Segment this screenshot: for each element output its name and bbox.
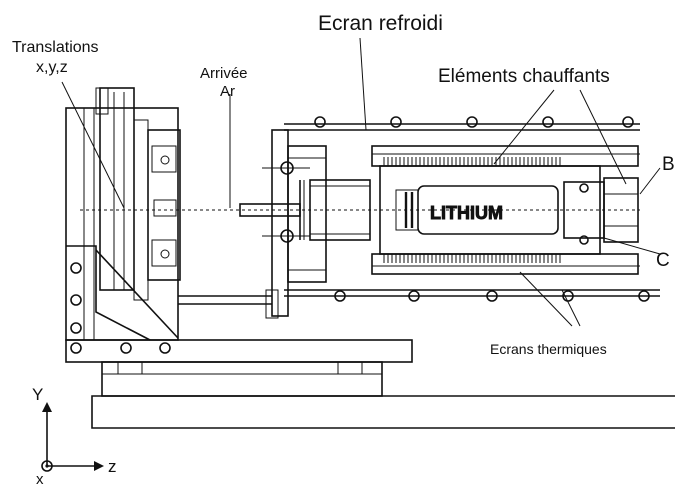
- labels: Ecran refroidi Translations x,y,z Arrivé…: [12, 12, 675, 486]
- screen-bolt: [334, 290, 346, 302]
- screen-bolt: [542, 116, 554, 128]
- z-axis-arrow-icon: [94, 461, 104, 471]
- bolt: [159, 342, 171, 354]
- label-lithium: LITHIUM: [430, 203, 503, 223]
- leader-translations: [61, 81, 125, 209]
- label-ecrans-thermiques: Ecrans thermiques: [490, 341, 607, 357]
- heating-coils-top: [383, 157, 561, 166]
- screen-bolt: [638, 290, 650, 302]
- support-block: [101, 361, 383, 397]
- bolt: [70, 342, 82, 354]
- label-b: B: [662, 154, 675, 175]
- axis-label-y: Y: [32, 385, 43, 404]
- crucible-body: [379, 165, 601, 255]
- label-c: C: [656, 250, 670, 271]
- nozzle-head: [603, 177, 639, 243]
- label-arrivee: Arrivée: [200, 65, 248, 82]
- flange-block: [287, 145, 327, 283]
- leader-c: [603, 237, 661, 255]
- cartridge-cap: [395, 189, 419, 231]
- axis-label-x: x: [36, 471, 44, 486]
- coordinate-axes: [41, 402, 104, 472]
- leader-ecrans-thermiques: [519, 271, 573, 327]
- oven-flange: [271, 129, 289, 317]
- bolt: [70, 262, 82, 274]
- label-xyz: x,y,z: [36, 59, 68, 76]
- bolt: [70, 294, 82, 306]
- base-assembly: [65, 339, 675, 429]
- screen-bolt: [622, 116, 634, 128]
- leader-elements-chauffants: [493, 89, 555, 165]
- nozzle-bolt: [579, 235, 589, 245]
- screen-bolt: [314, 116, 326, 128]
- base-plate: [65, 339, 413, 363]
- label-ar: Ar: [220, 83, 235, 100]
- support-foot-left: [117, 361, 143, 375]
- stage-bracket: [147, 129, 181, 281]
- support-foot-right: [337, 361, 363, 375]
- stage-frame: [65, 107, 179, 341]
- leader-elements-chauffants-2: [579, 89, 627, 185]
- screen-bolt: [466, 116, 478, 128]
- label-ecran-refroidi: Ecran refroidi: [318, 12, 443, 35]
- translation-stage: [65, 87, 279, 354]
- leader-ecrans-thermiques-2: [561, 289, 581, 327]
- clamp-screw-bottom: [160, 249, 170, 259]
- bolt: [70, 322, 82, 334]
- lab-table: [91, 395, 675, 429]
- leader-ecran-refroidi: [359, 37, 367, 131]
- screen-bolt: [390, 116, 402, 128]
- bracket-clamp-bottom: [151, 239, 177, 267]
- leader-lines: [61, 37, 661, 327]
- screen-bolt: [486, 290, 498, 302]
- screen-bolt: [408, 290, 420, 302]
- oven-housing: [239, 116, 660, 317]
- crucible-neck: [309, 179, 371, 241]
- axis-label-z: z: [108, 457, 117, 476]
- leader-b: [639, 167, 661, 195]
- heating-coils-bottom: [383, 254, 561, 263]
- label-elements-chauffants: Eléments chauffants: [438, 66, 610, 87]
- y-axis-arrow-icon: [42, 402, 52, 412]
- x-axis-circle-icon: [41, 460, 53, 472]
- bolt: [120, 342, 132, 354]
- bracket-clamp-top: [151, 145, 177, 173]
- angle-brace: [66, 245, 151, 341]
- bracket-center-block: [153, 199, 177, 217]
- stage-knob: [95, 87, 109, 115]
- clamp-screw-top: [160, 155, 170, 165]
- label-translations: Translations: [12, 39, 99, 56]
- brace-diagonal: [95, 249, 179, 339]
- nozzle-bolt: [579, 183, 589, 193]
- x-axis-dot-icon: [45, 464, 49, 468]
